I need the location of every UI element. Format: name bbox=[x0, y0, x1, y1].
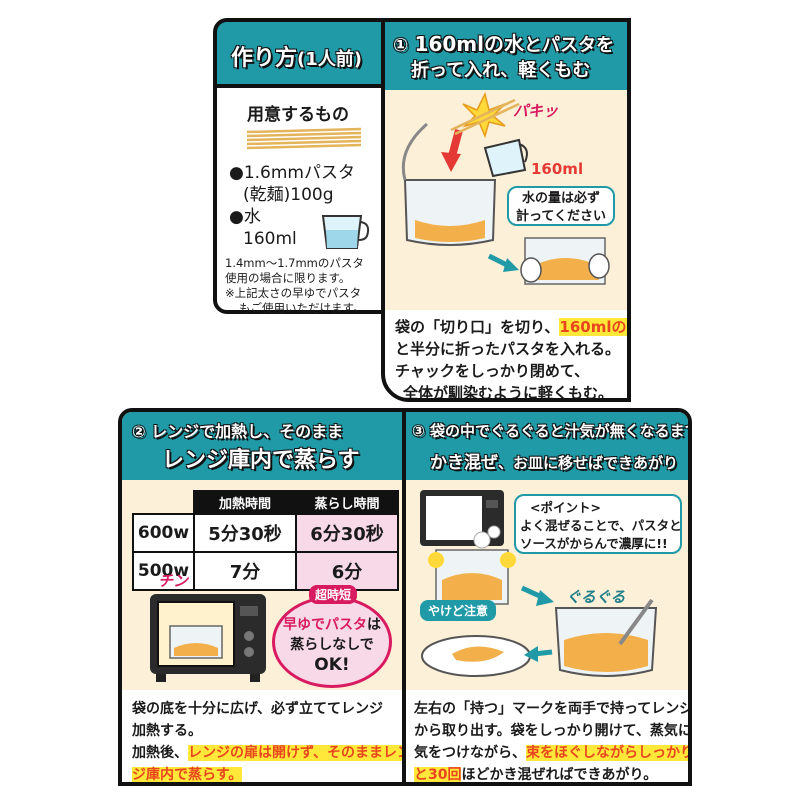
pasta-bowl-illustration bbox=[401, 91, 610, 285]
step1-title-line2: 折って入れ、軽くもむ bbox=[411, 60, 591, 81]
pasta-bundle-icon bbox=[246, 127, 362, 150]
recipe-header-panel: 作り方(1人前) 用意するもの ●1.6mmパスタ (乾麺)100g ●水 16… bbox=[213, 18, 385, 315]
step1-panel: ① 160mlの水とパスタを 折って入れ、軽くもむ bbox=[381, 18, 631, 402]
ingredients-heading: 用意するもの bbox=[247, 105, 349, 125]
snap-sound-effect: パキッ bbox=[513, 102, 559, 120]
step3-title-line1: 袋の中でぐるぐると汁気が無くなるまで bbox=[429, 422, 692, 440]
water-ingredient: ●水 bbox=[229, 207, 261, 227]
step1-title-highlight: 160mlの水 bbox=[414, 32, 524, 56]
step2-description: 袋の底を十分に広げ、必ず立ててレンジ 加熱する。 加熱後、レンジの扉は開けず、そ… bbox=[132, 698, 402, 782]
step1-header: ① 160mlの水とパスタを 折って入れ、軽くもむ bbox=[385, 22, 627, 90]
table-row: 600w 5分30秒 6分30秒 bbox=[132, 513, 399, 553]
water-amount: 160ml bbox=[243, 229, 297, 249]
stir-sound-effect: ぐるぐる bbox=[566, 588, 626, 606]
step2-number: ② bbox=[132, 422, 146, 441]
point-bubble: <ポイント> よく混ぜることで、パスタと ソースがからんで濃厚に!! bbox=[514, 494, 682, 554]
heating-time-table: 加熱時間 蒸らし時間 600w 5分30秒 6分30秒 500w 7分 6分 bbox=[132, 490, 399, 591]
point-label: <ポイント> bbox=[530, 500, 601, 515]
ingredients-box: 用意するもの ●1.6mmパスタ (乾麺)100g ●水 160ml 1.4mm… bbox=[213, 84, 385, 315]
measure-reminder-bubble: 水の量は必ず 計ってください bbox=[507, 186, 615, 226]
steam-time-header: 蒸らし時間 bbox=[295, 490, 399, 515]
loosen-highlight: 束をほぐしながらしっかり bbox=[526, 745, 692, 761]
quick-pasta-badge: 超時短 早ゆでパスタは 蒸らしなしで OK! bbox=[272, 585, 392, 688]
water-amount-highlight: 160mlの水 bbox=[559, 318, 627, 336]
burn-caution-label: やけど注意 bbox=[420, 600, 497, 621]
mixing-illustration bbox=[420, 490, 658, 677]
step3-number: ③ bbox=[412, 422, 425, 440]
step1-description: 袋の「切り口」を切り、160mlの水 と半分に折ったパスタを入れる。 チャックを… bbox=[395, 316, 627, 398]
step2-panel: ② レンジで加熱し、そのまま レンジ庫内で蒸らす 加熱時間 蒸らし時間 600w… bbox=[118, 408, 406, 786]
microwave-ding-effect: チン bbox=[158, 572, 189, 590]
stir-count-highlight: と30回 bbox=[414, 767, 462, 783]
pasta-ingredient: ●1.6mmパスタ bbox=[229, 163, 355, 183]
step1-number: ① bbox=[393, 35, 409, 56]
recipe-title: 作り方 bbox=[231, 46, 298, 71]
pasta-amount: (乾麺)100g bbox=[243, 185, 334, 205]
servings-label: (1人前) bbox=[297, 49, 362, 70]
step3-header: ③ 袋の中でぐるぐると汁気が無くなるまで かき混ぜ、お皿に移せばできあがり bbox=[406, 412, 688, 480]
microwave-illustration bbox=[150, 594, 266, 682]
step2-title-line2: レンジ庫内で蒸らす bbox=[162, 448, 360, 473]
step2-header: ② レンジで加熱し、そのまま レンジ庫内で蒸らす bbox=[122, 412, 402, 480]
table-row: 500w 7分 6分 bbox=[132, 551, 399, 591]
step3-description: 左右の「持つ」マークを両手で持ってレンジ から取り出す。袋をしっかり開けて、蒸気… bbox=[414, 701, 692, 783]
watt-500: 500w bbox=[132, 551, 195, 591]
step2-title-line1: レンジで加熱し、そのまま bbox=[151, 422, 344, 441]
door-closed-highlight: レンジの扉は開けず、そのままレン bbox=[188, 745, 402, 761]
quick-pasta-note: ※上記太さの早ゆでパスタ bbox=[225, 286, 362, 300]
step1-illustration: パキッ 160ml 水の量は必ず 計ってください bbox=[385, 90, 627, 310]
water-volume-label: 160ml bbox=[531, 160, 584, 178]
measuring-cup-icon bbox=[321, 215, 370, 249]
watt-600: 600w bbox=[132, 513, 195, 553]
super-quick-label: 超時短 bbox=[309, 585, 358, 604]
step3-illustration: <ポイント> よく混ぜることで、パスタと ソースがからんで濃厚に!! やけど注意… bbox=[406, 480, 688, 690]
step2-illustration: 加熱時間 蒸らし時間 600w 5分30秒 6分30秒 500w 7分 6分 チ… bbox=[122, 480, 402, 690]
step3-panel: ③ 袋の中でぐるぐると汁気が無くなるまで かき混ぜ、お皿に移せばできあがり bbox=[402, 408, 692, 786]
thickness-note: 1.4mm〜1.7mmのパスタ bbox=[225, 256, 364, 270]
recipe-header: 作り方(1人前) bbox=[213, 18, 385, 88]
heat-time-header: 加熱時間 bbox=[193, 490, 297, 515]
